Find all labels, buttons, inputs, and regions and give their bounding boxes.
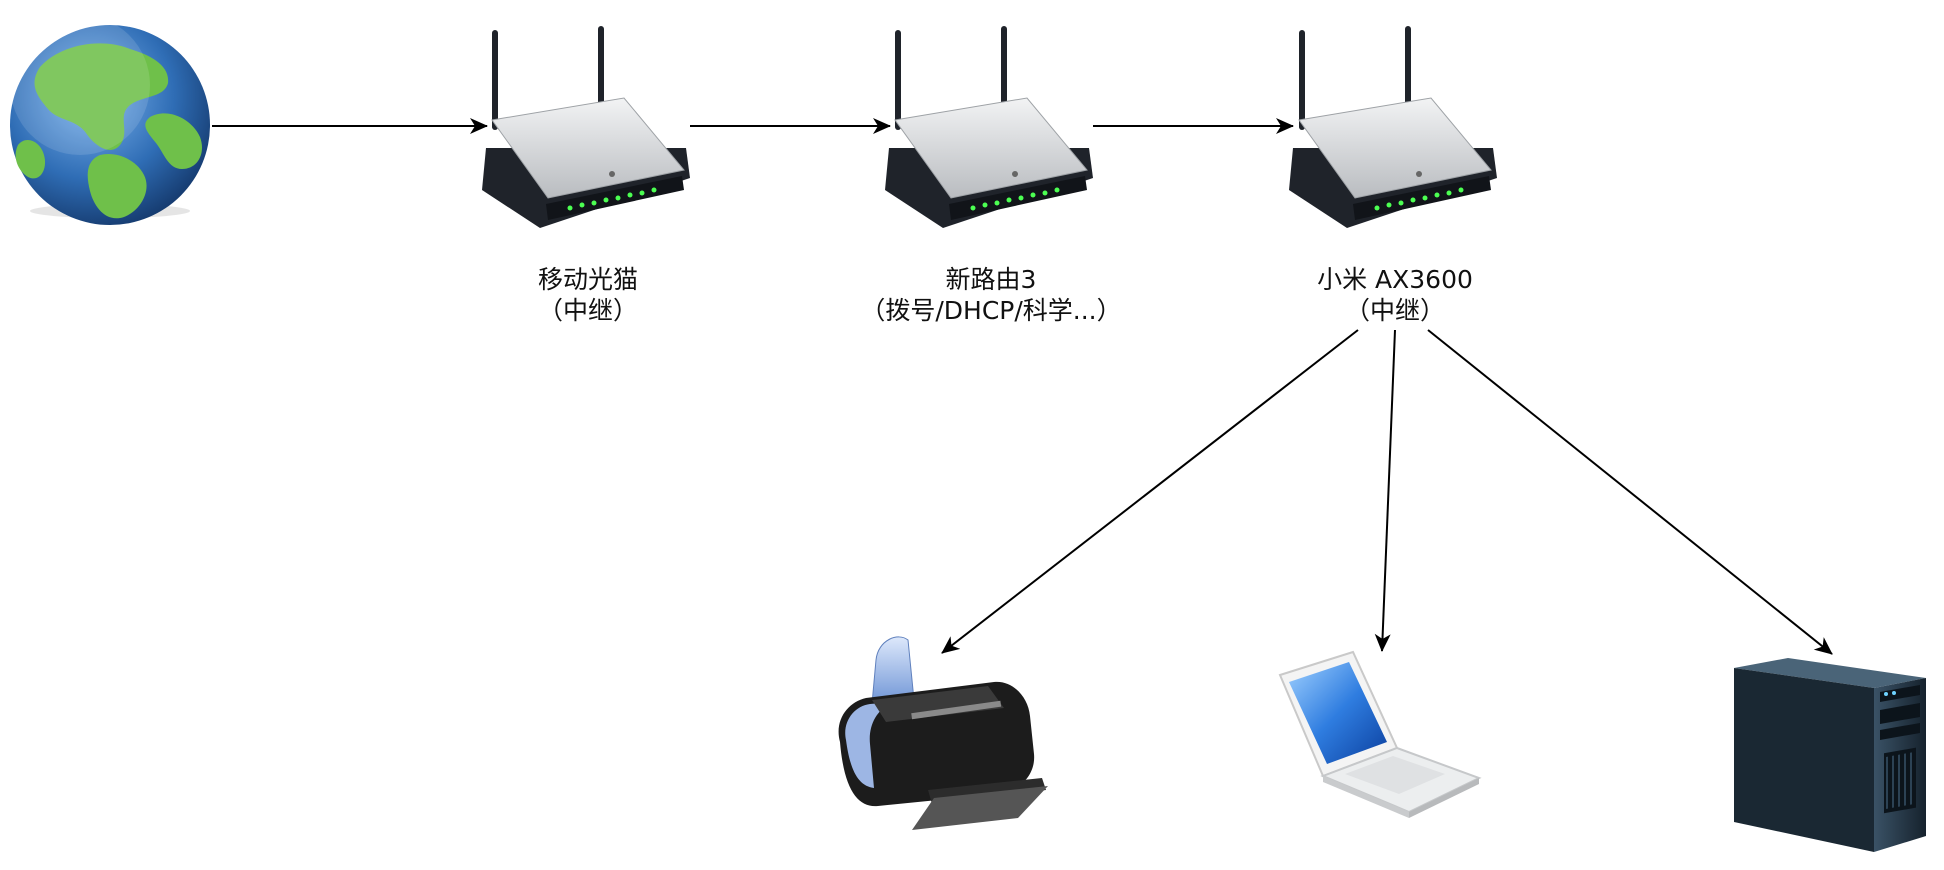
printer-icon — [838, 636, 1048, 830]
wifi-router-icon — [482, 26, 690, 228]
router2-label: 新路由3 （拨号/DHCP/科学...） — [860, 264, 1121, 326]
router3-label-line1: 小米 AX3600 — [1317, 265, 1473, 294]
edges — [212, 118, 1833, 655]
router1-label-line1: 移动光猫 — [537, 265, 639, 294]
router2-label-line2: （拨号/DHCP/科学...） — [860, 296, 1122, 325]
router2-label-line1: 新路由3 — [945, 265, 1037, 294]
router1-label-line2: （中继） — [537, 296, 639, 325]
router3-label: 小米 AX3600 （中继） — [1317, 264, 1473, 326]
server-tower-icon — [1734, 658, 1926, 852]
edge-router3-laptop — [1374, 329, 1396, 652]
laptop-icon — [1278, 650, 1482, 818]
router1-label: 移动光猫 （中继） — [538, 264, 638, 326]
wifi-router-icon — [885, 26, 1093, 228]
edge-router3-printer — [941, 329, 1359, 654]
globe-icon — [10, 15, 210, 225]
edge-router3-server — [1427, 329, 1833, 655]
router3-label-line2: （中继） — [1344, 296, 1445, 325]
wifi-router-icon — [1289, 26, 1497, 228]
